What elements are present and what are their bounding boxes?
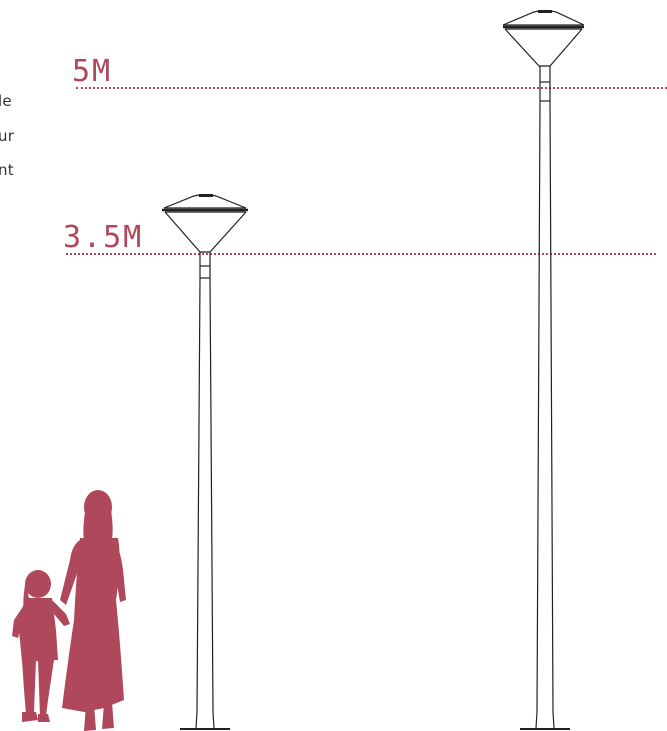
tall-lamp-post <box>502 9 585 730</box>
short-lamp-pole <box>196 252 214 713</box>
tall-lamp-head <box>502 9 585 67</box>
short-lamp-post <box>162 193 248 730</box>
child-silhouette <box>12 570 70 722</box>
text-fragment-3: nt <box>0 161 14 179</box>
text-fragment-1: le <box>0 92 12 110</box>
height-label-5m: 5M <box>72 54 113 89</box>
short-lamp-base <box>180 711 230 730</box>
short-lamp-head <box>162 193 248 253</box>
tall-lamp-pole <box>536 66 554 713</box>
height-guide-3-5m <box>66 253 656 255</box>
adult-silhouette <box>60 490 126 731</box>
height-label-3-5m: 3.5M <box>63 220 144 255</box>
tall-lamp-base <box>520 711 570 730</box>
height-guide-5m <box>76 87 667 89</box>
text-fragment-2: ur <box>0 127 15 145</box>
